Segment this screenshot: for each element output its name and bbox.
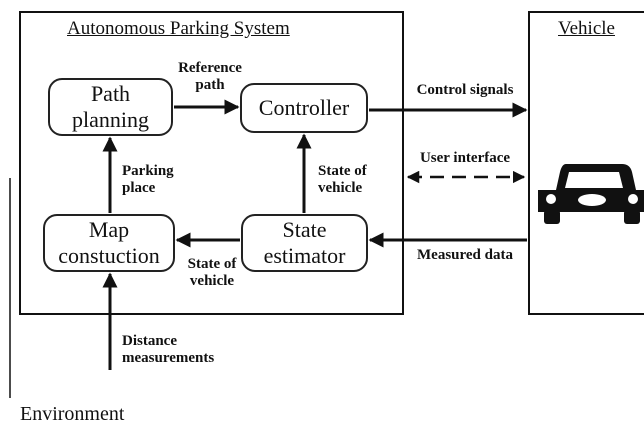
autonomous-parking-system-frame bbox=[19, 11, 404, 315]
path-planning-node: Path planning bbox=[48, 78, 173, 136]
label-distance-measurements: Distance measurements bbox=[122, 333, 215, 366]
environment-label: Environment bbox=[20, 403, 125, 425]
system-title: Autonomous Parking System bbox=[67, 18, 290, 39]
map-construction-node: Map constuction bbox=[43, 214, 175, 272]
label-state-of-vehicle-up: State of vehicle bbox=[318, 163, 367, 196]
label-control-signals: Control signals bbox=[416, 82, 514, 98]
vehicle-title: Vehicle bbox=[558, 18, 615, 39]
label-measured-data: Measured data bbox=[417, 247, 513, 263]
controller-node: Controller bbox=[240, 83, 368, 133]
label-user-interface: User interface bbox=[419, 150, 511, 166]
state-estimator-node: State estimator bbox=[241, 214, 368, 272]
label-parking-place: Parking place bbox=[122, 163, 174, 196]
vehicle-frame bbox=[528, 11, 644, 315]
label-state-of-vehicle-left: State of vehicle bbox=[187, 256, 237, 289]
label-reference-path: Reference path bbox=[178, 60, 242, 93]
car-icon bbox=[538, 164, 644, 224]
